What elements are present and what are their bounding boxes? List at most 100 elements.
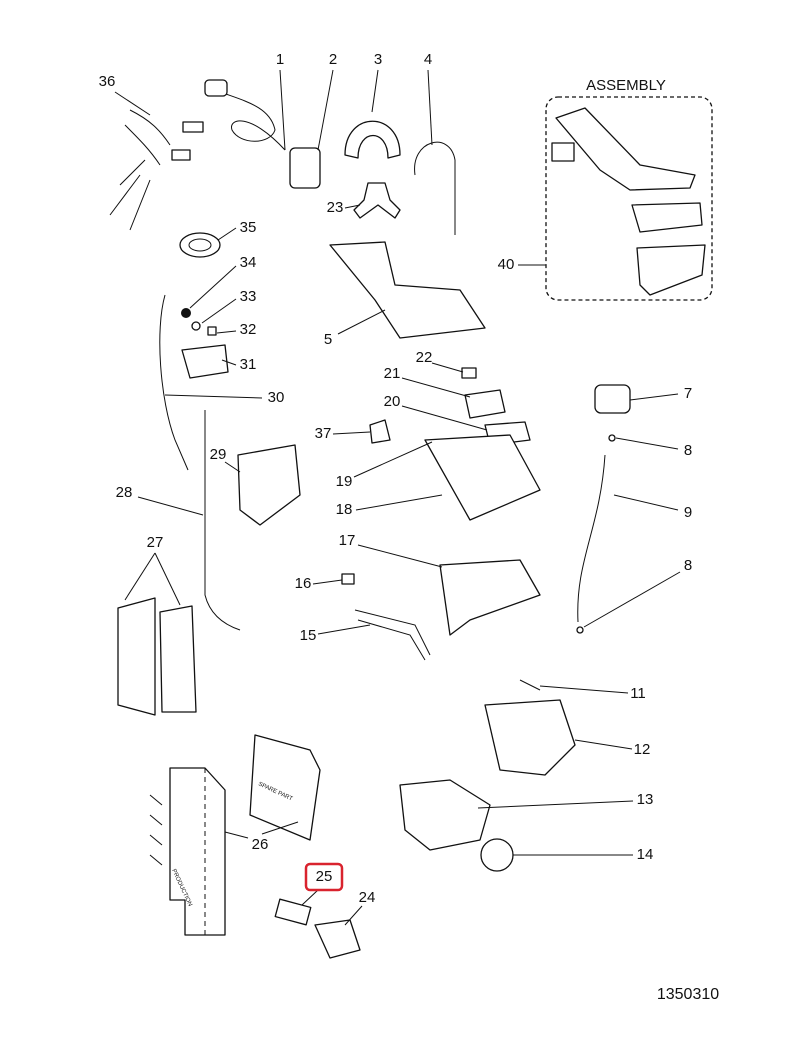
callout-number: 23 <box>327 199 344 216</box>
callout-24: 24 <box>344 889 376 926</box>
leader-line <box>301 889 319 906</box>
leader-line <box>137 496 204 516</box>
assembly-tray <box>636 244 706 296</box>
callout-number: 37 <box>315 425 332 442</box>
callout-number: 9 <box>684 504 692 521</box>
hose-bracket <box>344 120 401 159</box>
door-lock <box>181 344 229 379</box>
dispenser-housing <box>439 559 541 636</box>
power-plug <box>204 79 228 97</box>
callout-7: 7 <box>629 385 692 402</box>
callout-number: 20 <box>384 393 401 410</box>
o-ring <box>608 434 616 442</box>
callout-number: 18 <box>336 501 353 518</box>
callout-20: 20 <box>384 393 488 431</box>
callout-34: 34 <box>189 254 256 309</box>
leader-line <box>317 624 371 635</box>
callout-13: 13 <box>477 791 653 809</box>
leader-line <box>337 309 386 335</box>
leader-line <box>574 739 633 750</box>
callout-number: 17 <box>339 532 356 549</box>
spare-part-cover <box>249 734 321 841</box>
callout-14: 14 <box>513 846 653 863</box>
y-connector <box>353 182 401 219</box>
callout-number: 36 <box>99 73 116 90</box>
callout-number: 7 <box>684 385 692 402</box>
callout-number: 29 <box>210 446 227 463</box>
callout-number: 21 <box>384 365 401 382</box>
leader-line <box>344 204 361 209</box>
arrow-icons <box>149 794 163 866</box>
leader-line <box>201 298 237 324</box>
leader-line <box>124 552 156 601</box>
leader-line <box>217 227 237 241</box>
top-plate <box>329 241 486 339</box>
leader-line <box>615 437 679 450</box>
callout-19: 19 <box>336 441 433 490</box>
leader-line <box>427 69 433 146</box>
callout-33: 33 <box>201 288 256 324</box>
callout-number: 22 <box>416 349 433 366</box>
dispenser-drawer <box>424 434 541 521</box>
actuator-module <box>237 444 301 526</box>
callout-number: 25 <box>316 868 333 885</box>
leader-line <box>224 461 241 473</box>
callout-number: 24 <box>359 889 376 906</box>
sensor <box>341 573 355 585</box>
leader-line <box>216 330 237 334</box>
callout-28: 28 <box>116 484 204 516</box>
leader-line <box>221 359 237 366</box>
callout-number: 35 <box>240 219 257 236</box>
callout-number: 32 <box>240 321 257 338</box>
power-cord <box>214 89 286 151</box>
production-label-panel <box>169 767 226 936</box>
harness-connector <box>171 149 191 161</box>
callout-number: 14 <box>637 846 654 863</box>
callout-12: 12 <box>574 739 650 758</box>
callout-8: 8 <box>615 437 692 459</box>
connector-plate <box>274 898 312 926</box>
callout-number: 11 <box>630 685 646 702</box>
assembly-dashed-box <box>545 96 713 301</box>
dispenser-cover <box>464 389 506 419</box>
leader-line <box>613 494 679 511</box>
assembly-switch <box>551 142 575 162</box>
leader-line <box>224 831 249 839</box>
clip <box>369 419 391 444</box>
callout-number: 30 <box>268 389 285 406</box>
callout-1: 1 <box>276 51 286 151</box>
leader-line <box>164 394 263 399</box>
callout-35: 35 <box>217 219 257 241</box>
callout-17: 17 <box>339 532 443 568</box>
callout-number: 40 <box>498 256 515 273</box>
leader-line <box>583 571 681 628</box>
pressure-tube <box>577 454 606 623</box>
leader-line <box>317 69 334 151</box>
control-board <box>159 605 197 713</box>
drain-pump <box>399 779 491 851</box>
leader-line <box>431 362 464 373</box>
nut <box>207 326 217 336</box>
callout-36: 36 <box>99 73 151 116</box>
callout-number: 15 <box>300 627 317 644</box>
parts: SPARE PART PRODUCTION <box>109 79 631 959</box>
callout-number: 19 <box>336 473 353 490</box>
leader-line <box>629 393 679 401</box>
callout-number: 26 <box>252 836 269 853</box>
callout-16: 16 <box>295 575 343 592</box>
washer <box>191 321 201 331</box>
o-ring <box>576 626 584 634</box>
callout-number: 8 <box>684 557 692 574</box>
callout-number: 4 <box>424 51 432 68</box>
callout-40: 40 <box>498 256 546 273</box>
callout-23: 23 <box>327 199 361 216</box>
drain-hose <box>414 141 456 235</box>
leader-line <box>114 91 151 116</box>
callout-number: 2 <box>329 51 337 68</box>
assembly-group: ASSEMBLY <box>545 77 713 301</box>
callout-2: 2 <box>317 51 337 151</box>
siphon <box>461 367 477 379</box>
assembly-label: ASSEMBLY <box>586 77 666 94</box>
